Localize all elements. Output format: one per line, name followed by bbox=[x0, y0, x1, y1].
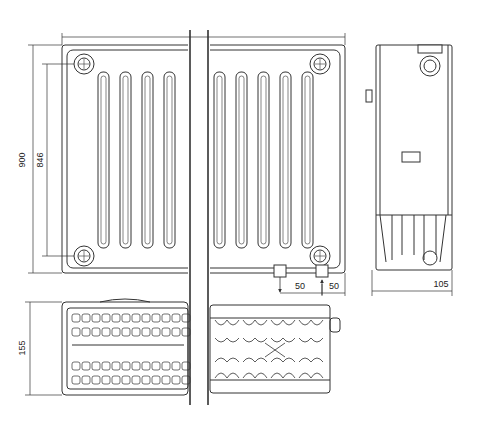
fin-cell bbox=[162, 328, 170, 336]
fin-slot-inner bbox=[145, 76, 150, 244]
fin-cell bbox=[112, 362, 120, 370]
fin-cell bbox=[72, 376, 80, 384]
fin-slot-inner bbox=[283, 76, 288, 244]
fin-cell bbox=[152, 376, 160, 384]
fin-cell bbox=[172, 362, 180, 370]
front-view bbox=[62, 30, 345, 405]
convector-waves bbox=[215, 320, 323, 378]
fin-cell bbox=[182, 314, 190, 322]
fin-slot-inner bbox=[167, 76, 172, 244]
wave-bottom bbox=[215, 373, 239, 378]
wave-mid bbox=[215, 338, 239, 362]
fin-cell bbox=[162, 362, 170, 370]
fin-cell bbox=[182, 362, 190, 370]
dimension-value: 846 bbox=[36, 151, 45, 168]
wave-top bbox=[215, 320, 239, 325]
fin-cell bbox=[82, 362, 90, 370]
fin-cell bbox=[92, 328, 100, 336]
fin-slot bbox=[98, 72, 109, 248]
fin-cell bbox=[122, 362, 130, 370]
fin-cell bbox=[142, 376, 150, 384]
dimension-value: 155 bbox=[18, 339, 27, 356]
fin-slot bbox=[302, 72, 313, 248]
fin-cell bbox=[172, 376, 180, 384]
side-view bbox=[366, 45, 452, 270]
fin-slot bbox=[142, 72, 153, 248]
fin-slot bbox=[258, 72, 269, 248]
fin-cell bbox=[142, 314, 150, 322]
fin-cell bbox=[92, 362, 100, 370]
fin-cell bbox=[102, 376, 110, 384]
fin-cell bbox=[172, 314, 180, 322]
fin-cell bbox=[112, 328, 120, 336]
fin-slot bbox=[280, 72, 291, 248]
fin-cell bbox=[132, 376, 140, 384]
fin-cell bbox=[132, 314, 140, 322]
fin-cell bbox=[72, 362, 80, 370]
fin-cell bbox=[152, 314, 160, 322]
wave-bottom bbox=[243, 373, 267, 378]
fin-cell bbox=[132, 328, 140, 336]
wave-top bbox=[299, 320, 323, 325]
fin-slot-inner bbox=[123, 76, 128, 244]
fin-cell bbox=[182, 328, 190, 336]
wave-mid bbox=[243, 338, 267, 362]
fin-cell bbox=[112, 314, 120, 322]
cross-mark bbox=[265, 343, 285, 357]
bottom-view bbox=[62, 299, 340, 395]
fin-cell bbox=[82, 376, 90, 384]
fin-cell bbox=[132, 362, 140, 370]
dimension-value: 900 bbox=[18, 151, 27, 168]
fin-slot-inner bbox=[101, 76, 106, 244]
fin-slot-inner bbox=[305, 76, 310, 244]
dimension-value: 50 bbox=[328, 282, 340, 291]
fin-slot-inner bbox=[261, 76, 266, 244]
fin-cell bbox=[122, 314, 130, 322]
dimension-lines bbox=[25, 33, 452, 395]
fin-cell bbox=[72, 314, 80, 322]
fin-cell bbox=[122, 328, 130, 336]
wave-bottom bbox=[299, 373, 323, 378]
fin-cell bbox=[152, 328, 160, 336]
fin-cell bbox=[122, 376, 130, 384]
fin-slot bbox=[164, 72, 175, 248]
fin-cell bbox=[162, 376, 170, 384]
panel-line bbox=[72, 345, 184, 346]
wave-bottom bbox=[271, 373, 295, 378]
fin-cell bbox=[102, 362, 110, 370]
fin-cell bbox=[152, 362, 160, 370]
fin-cell bbox=[102, 314, 110, 322]
fin-cell bbox=[92, 314, 100, 322]
fin-rows bbox=[72, 314, 190, 384]
fin-cell bbox=[92, 376, 100, 384]
wave-mid bbox=[299, 338, 323, 362]
wave-top bbox=[271, 320, 295, 325]
fin-cell bbox=[82, 314, 90, 322]
dimension-value: 50 bbox=[294, 282, 306, 291]
dimension-value: 105 bbox=[432, 280, 449, 289]
fin-cell bbox=[72, 328, 80, 336]
fin-cell bbox=[142, 362, 150, 370]
fin-cell bbox=[102, 328, 110, 336]
fin-slot bbox=[214, 72, 225, 248]
fin-slot-inner bbox=[239, 76, 244, 244]
fin-slot-inner bbox=[217, 76, 222, 244]
fin-cell bbox=[82, 328, 90, 336]
fin-cell bbox=[162, 314, 170, 322]
wave-top bbox=[243, 320, 267, 325]
fin-cell bbox=[172, 328, 180, 336]
fin-cell bbox=[142, 328, 150, 336]
fin-cell bbox=[112, 376, 120, 384]
fin-slot bbox=[120, 72, 131, 248]
fin-cell bbox=[182, 376, 190, 384]
fin-slot bbox=[236, 72, 247, 248]
